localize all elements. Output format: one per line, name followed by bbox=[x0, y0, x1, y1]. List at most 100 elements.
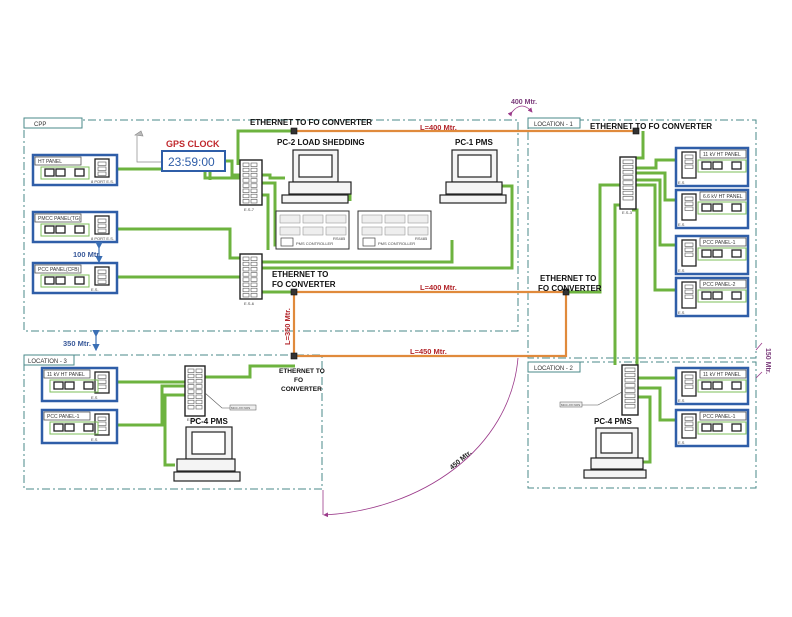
port-icon bbox=[97, 374, 107, 379]
relay-icon bbox=[44, 225, 55, 234]
controller-2-label: PMS CONTROLLER bbox=[378, 241, 415, 246]
relay-icon bbox=[712, 291, 723, 300]
port-icon bbox=[250, 178, 258, 183]
panel-switch-label: E.S bbox=[678, 268, 685, 273]
io-slot-icon bbox=[302, 226, 324, 236]
gps-clock-title: GPS CLOCK bbox=[166, 139, 220, 149]
relay-icon bbox=[712, 423, 723, 432]
switch-es3-label: E.S-3 bbox=[622, 210, 633, 215]
io-slot-icon bbox=[325, 214, 347, 224]
port-icon bbox=[622, 175, 634, 180]
port-icon bbox=[684, 374, 694, 379]
port-icon bbox=[195, 384, 203, 389]
zone-location-3-label: LOCATION - 3 bbox=[28, 359, 68, 365]
panel-switch-label: E.S bbox=[678, 180, 685, 185]
pc-1-pms: PC-1 PMS bbox=[439, 138, 507, 204]
panel-switch-label: E.S bbox=[678, 398, 685, 403]
fiber-links bbox=[292, 129, 636, 358]
port-icon bbox=[242, 293, 250, 298]
converter-label-loc1-top: ETHERNET TO FO CONVERTER bbox=[590, 122, 712, 131]
port-icon bbox=[97, 269, 107, 274]
distance-loc1-loc2: 150 Mtr. bbox=[764, 348, 771, 374]
port-icon bbox=[622, 196, 634, 201]
relay-icon bbox=[74, 168, 85, 177]
port-icon bbox=[97, 379, 107, 384]
fiber-length-labels: L=400 Mtr. L=400 Mtr. L=450 Mtr. L=350 M… bbox=[283, 123, 457, 356]
port-icon bbox=[622, 180, 634, 185]
port-icon bbox=[242, 199, 250, 204]
port-icon bbox=[684, 294, 694, 299]
port-icon bbox=[97, 279, 107, 284]
port-icon bbox=[195, 399, 203, 405]
link-label-loc3-loc2: L=450 Mtr. bbox=[410, 347, 447, 356]
distance-loc3-loc2-arc: 450 Mtr. bbox=[449, 449, 474, 471]
port-icon bbox=[250, 162, 258, 167]
zone-location-1-label: LOCATION - 1 bbox=[534, 122, 574, 128]
keyboard-icon bbox=[281, 194, 349, 204]
mcc-tag-loc2-label: MCC-XX NOS bbox=[561, 403, 580, 407]
panel-label: PMCC PANEL(TG) bbox=[38, 216, 81, 222]
converter-label-loc1-mid-1: ETHERNET TO bbox=[540, 274, 596, 283]
port-icon bbox=[622, 170, 634, 175]
port-icon bbox=[187, 394, 195, 399]
port-icon bbox=[187, 405, 195, 410]
port-icon bbox=[97, 166, 107, 171]
port-icon bbox=[684, 154, 694, 159]
port-icon bbox=[624, 388, 636, 393]
relay-icon bbox=[731, 423, 742, 432]
port-icon bbox=[624, 367, 636, 372]
panel-label: PCC PANEL-2 bbox=[703, 282, 736, 288]
gps-clock-time: 23:59:00 bbox=[168, 155, 215, 169]
zone-location-3: LOCATION - 3 bbox=[23, 354, 323, 490]
port-icon bbox=[622, 164, 634, 170]
controller-2-port-label: RS485 bbox=[415, 236, 428, 241]
port-icon bbox=[97, 171, 107, 176]
port-icon bbox=[624, 404, 636, 409]
port-icon bbox=[250, 293, 258, 298]
panel-label: HT PANEL bbox=[38, 159, 62, 165]
panel-switch-label: E.S. bbox=[91, 287, 99, 292]
port-icon bbox=[97, 416, 107, 421]
converter-label-cpp-top: ETHERNET TO FO CONVERTER bbox=[250, 118, 372, 127]
converter-label-loc3-1: ETHERNET TO bbox=[279, 368, 325, 375]
panel: PCC PANEL-1E.S bbox=[674, 408, 750, 448]
pc-1-label: PC-1 PMS bbox=[455, 138, 493, 147]
port-icon bbox=[624, 398, 636, 404]
switch-es7-label: E.S-7 bbox=[244, 207, 255, 212]
port-icon bbox=[97, 421, 107, 426]
relay-icon bbox=[731, 381, 742, 390]
relay-icon bbox=[712, 203, 723, 212]
port-icon bbox=[250, 188, 258, 193]
port-icon bbox=[250, 277, 258, 282]
relay-icon bbox=[712, 161, 723, 170]
converter-icon bbox=[562, 288, 570, 296]
port-icon bbox=[242, 267, 250, 272]
port-icon bbox=[684, 206, 694, 211]
port-icon bbox=[242, 282, 250, 287]
port-icon bbox=[624, 372, 636, 378]
link-label-cpp-loc1-top: L=400 Mtr. bbox=[420, 123, 457, 132]
port-icon bbox=[242, 256, 250, 261]
panel-label: 11 kV HT PANEL bbox=[703, 152, 741, 158]
distance-cpp-loc1: 400 Mtr. bbox=[511, 99, 537, 106]
port-icon bbox=[97, 223, 107, 228]
zone-location-2-label: LOCATION - 2 bbox=[534, 366, 574, 372]
port-icon bbox=[250, 256, 258, 261]
mcc-tag-loc3-label: MCC-XX NOS bbox=[231, 406, 250, 410]
pc-2-label: PC-2 LOAD SHEDDING bbox=[277, 138, 365, 147]
port-icon bbox=[684, 426, 694, 431]
keyboard-icon bbox=[583, 469, 647, 479]
port-icon bbox=[250, 167, 258, 173]
port-icon bbox=[684, 247, 694, 252]
port-icon bbox=[242, 272, 250, 277]
relay-icon bbox=[701, 161, 712, 170]
port-icon bbox=[242, 173, 250, 178]
switch-es6-label: E.S-6 bbox=[244, 301, 255, 306]
port-icon bbox=[684, 159, 694, 164]
port-icon bbox=[684, 421, 694, 426]
relay-icon bbox=[74, 225, 85, 234]
port-icon bbox=[242, 162, 250, 167]
